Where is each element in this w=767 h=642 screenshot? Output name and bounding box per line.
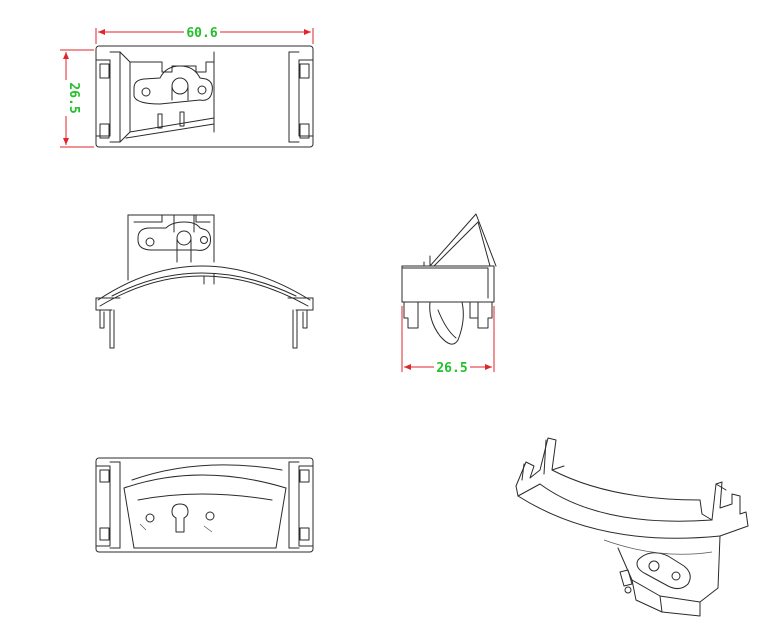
dimension-width-label: 60.6 — [186, 26, 217, 41]
isometric-view — [515, 437, 749, 617]
top-view — [95, 45, 314, 148]
bottom-view — [95, 457, 314, 553]
side-view-dimensions: 26.5 — [401, 306, 495, 376]
side-view — [401, 213, 497, 345]
dimension-side-label: 26.5 — [436, 361, 467, 376]
dimension-height-label: 26.5 — [66, 82, 81, 113]
top-view-dimensions: 60.6 26.5 — [56, 24, 314, 148]
front-view — [95, 214, 314, 349]
